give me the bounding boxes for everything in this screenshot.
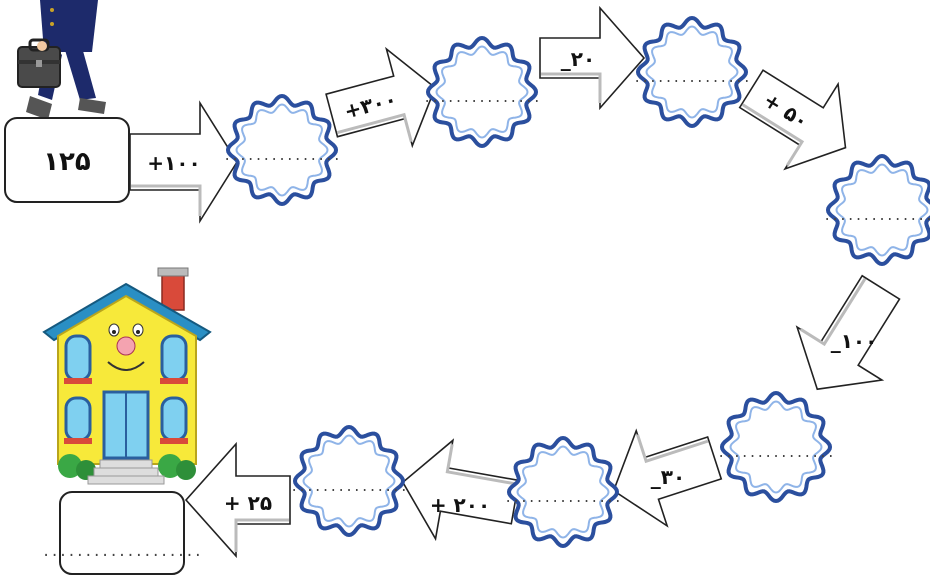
school-house-icon [44, 268, 210, 484]
answer-blank-7: ............... [290, 480, 407, 495]
answer-blank-1: ............... [223, 149, 340, 164]
start-value: ۱۲۵ [43, 147, 91, 177]
step-arrow-8: + ۲۵ [186, 444, 290, 556]
start-box: ۱۲۵ [5, 118, 129, 202]
answer-blank-2: ............... [423, 91, 540, 106]
answer-badge-5[interactable]: ............... [717, 393, 834, 501]
answer-badge-6[interactable]: ............... [504, 438, 621, 546]
step-op-8: + ۲۵ [224, 491, 272, 515]
step-op-7: + ۲۰۰ [430, 493, 490, 517]
step-arrow-1: +۱۰۰ [130, 103, 237, 221]
answer-badge-4[interactable]: ............... [823, 156, 930, 264]
answer-badge-3[interactable]: ............... [633, 18, 750, 126]
end-answer: ................... [42, 544, 202, 560]
answer-blank-4: ............... [823, 209, 930, 224]
answer-blank-5: ............... [717, 446, 834, 461]
end-box: ................... [42, 492, 202, 574]
step-op-3: _۲۰ [561, 47, 595, 71]
answer-badge-1[interactable]: ............... [223, 96, 340, 204]
step-op-1: +۱۰۰ [147, 151, 200, 175]
answer-badge-2[interactable]: ............... [423, 38, 540, 146]
step-arrow-3: _۲۰ [540, 8, 644, 108]
student-icon [18, 0, 106, 120]
answer-blank-3: ............... [633, 71, 750, 86]
step-op-5: _۱۰۰ [831, 329, 878, 353]
answer-blank-6: ............... [504, 491, 621, 506]
step-op-6: _۳۰ [651, 465, 685, 489]
answer-badge-7[interactable]: ............... [290, 427, 407, 535]
